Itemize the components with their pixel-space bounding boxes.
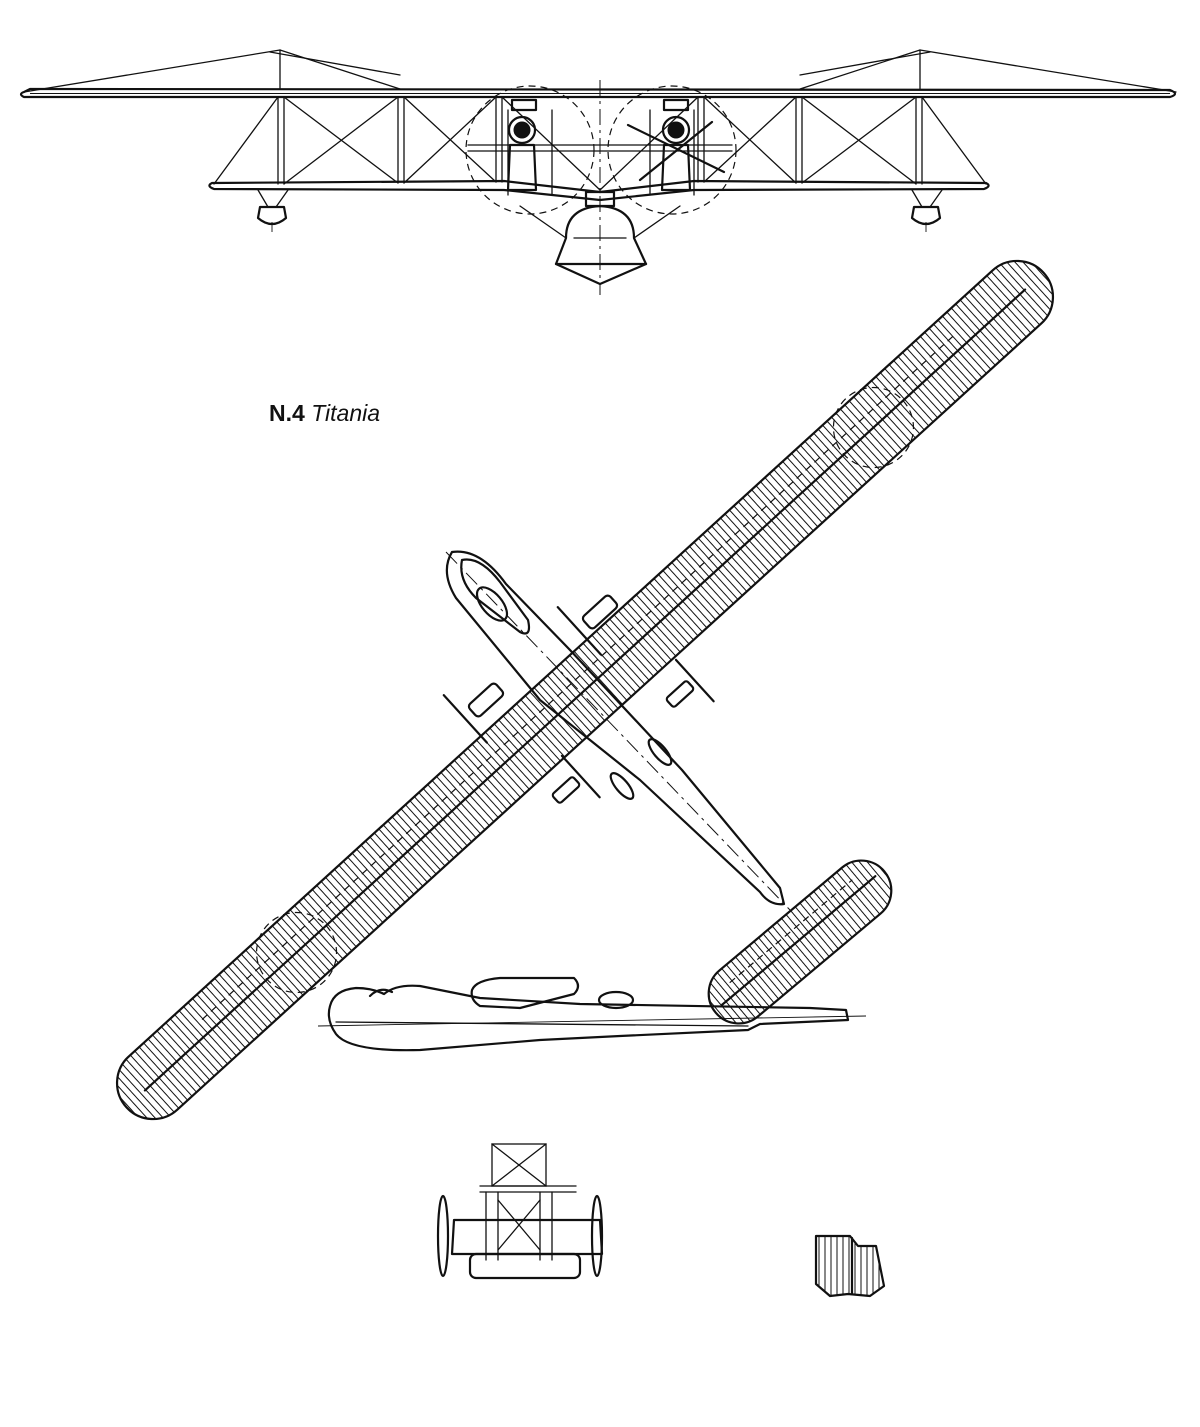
plan-engines — [442, 594, 715, 804]
front-wingtip-floats — [256, 189, 943, 232]
side-struts — [479, 1143, 577, 1261]
side-lower-wing — [470, 976, 580, 1010]
front-propeller-right — [626, 120, 726, 182]
side-hull — [327, 984, 850, 1052]
front-lower-wing — [208, 179, 990, 202]
plan-hull — [445, 550, 791, 911]
drawing-title: N.4 Titania — [269, 402, 380, 425]
front-prop-disc-left — [465, 85, 595, 215]
aircraft-designation: N.4 — [269, 400, 305, 426]
plan-main-wing — [115, 259, 1055, 1121]
side-engines — [436, 1194, 604, 1280]
front-engine-left — [506, 98, 538, 192]
plan-tailplane — [707, 859, 893, 1025]
front-rigging — [23, 49, 1177, 191]
aircraft-name: Titania — [311, 400, 381, 426]
plan-view — [115, 259, 1055, 1121]
front-upper-wing — [19, 87, 1177, 99]
front-engine-right — [626, 98, 726, 192]
front-prop-disc-right — [607, 85, 737, 215]
side-fin — [814, 1234, 886, 1298]
side-view — [317, 976, 886, 1298]
front-view — [19, 49, 1177, 295]
side-hull-window — [597, 990, 635, 1010]
